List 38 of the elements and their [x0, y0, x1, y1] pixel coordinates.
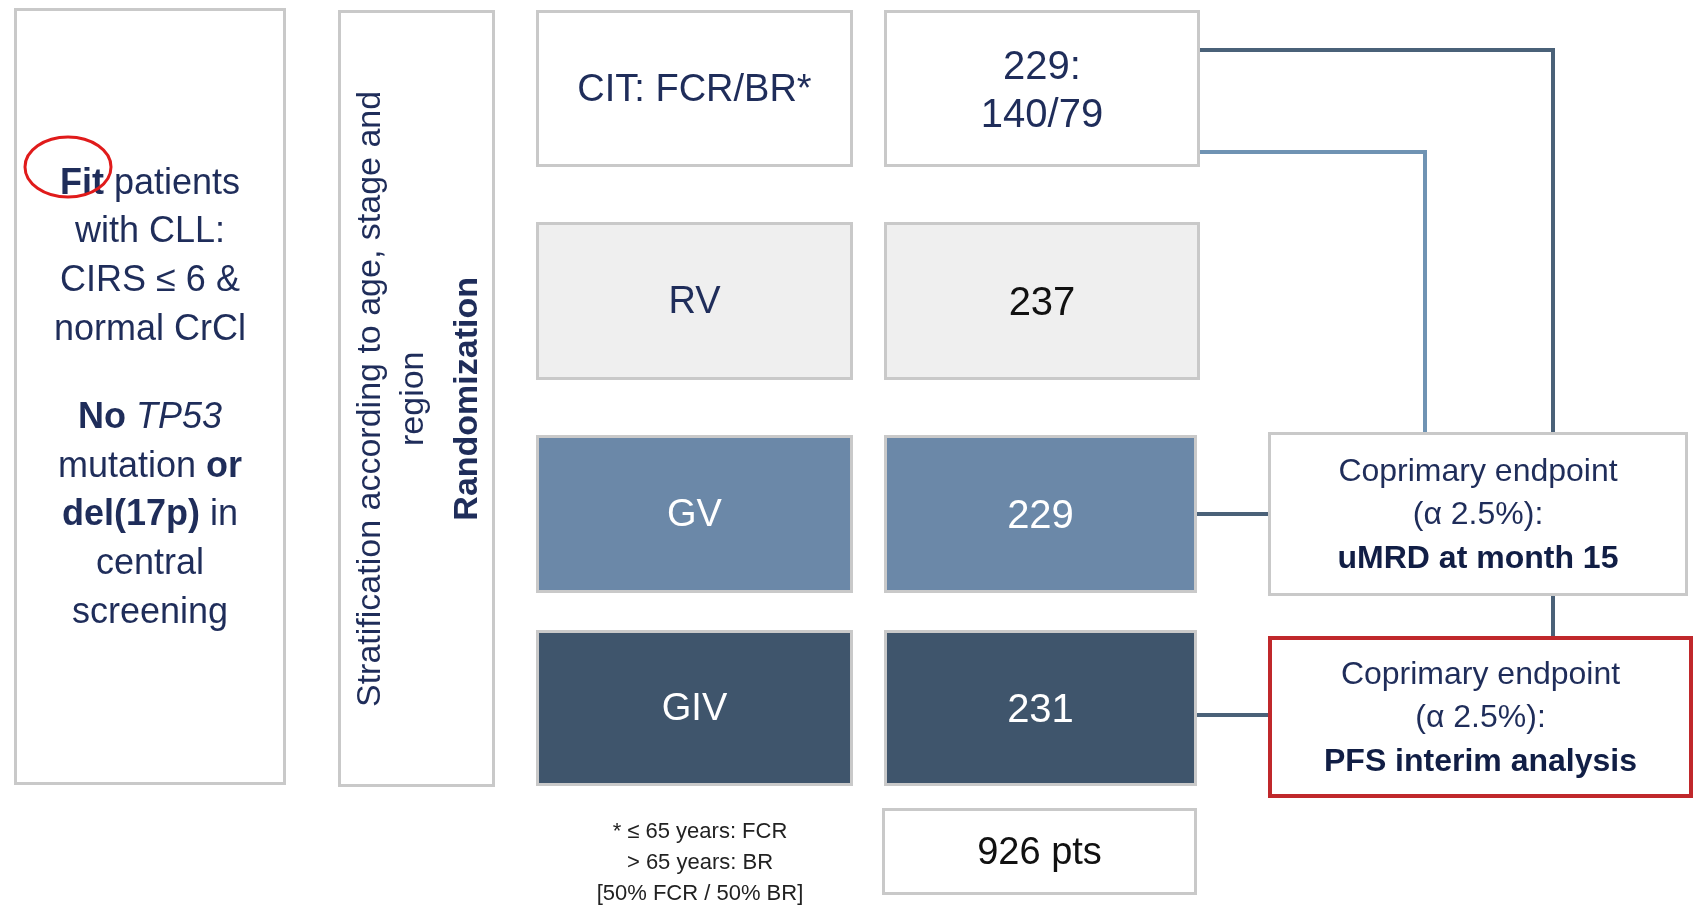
- patient-count: 926 pts: [977, 828, 1102, 874]
- total-box: [882, 808, 1197, 895]
- stratification-box: [338, 10, 495, 787]
- footnote-text: > 65 years: BR: [625, 849, 775, 875]
- connector-line: [1551, 596, 1555, 636]
- endpoint-text: PFS interim analysis: [1324, 740, 1637, 780]
- arm-box: [536, 10, 853, 167]
- endpoint-text: Coprimary endpoint (α 2.5%):: [1339, 654, 1622, 737]
- patient-count: 231: [1007, 685, 1074, 732]
- endpoint-box: [1268, 432, 1688, 596]
- arm-label: GV: [667, 491, 722, 537]
- arm-box: [536, 435, 853, 593]
- arm-label: RV: [668, 278, 721, 324]
- footnote-text: * ≤ 65 years: FCR: [611, 818, 789, 844]
- arm-box: [536, 222, 853, 380]
- count-box: [884, 630, 1197, 786]
- count-box: [884, 222, 1200, 380]
- count-box: [884, 10, 1200, 167]
- eligibility-text: No TP53 mutation or del(17p) in central screening: [56, 394, 244, 633]
- connector-line: [1200, 150, 1427, 432]
- patient-count: 229: 140/79: [979, 41, 1105, 137]
- eligibility-box: [14, 8, 286, 785]
- endpoint-text: Coprimary endpoint (α 2.5%):: [1337, 451, 1619, 534]
- patient-count: 229: [1007, 491, 1074, 538]
- endpoint-box: [1268, 636, 1693, 798]
- arm-label: GIV: [661, 685, 728, 731]
- footnote-text: [50% FCR / 50% BR]: [595, 880, 805, 906]
- endpoint-text: uMRD at month 15: [1337, 537, 1619, 577]
- connector-line: [1197, 713, 1268, 717]
- randomization-text: Randomization: [444, 276, 485, 521]
- arm-label: CIT: FCR/BR*: [577, 65, 812, 111]
- patient-count: 237: [1008, 278, 1076, 325]
- stratification-text: Stratification according to age, stage and region: [347, 89, 431, 709]
- eligibility-text: Fit patients with CLL: CIRS ≤ 6 & normal CrCl: [53, 159, 247, 350]
- connector-line: [1200, 48, 1555, 432]
- arm-box: [536, 630, 853, 786]
- connector-line: [1197, 512, 1268, 516]
- count-box: [884, 435, 1197, 593]
